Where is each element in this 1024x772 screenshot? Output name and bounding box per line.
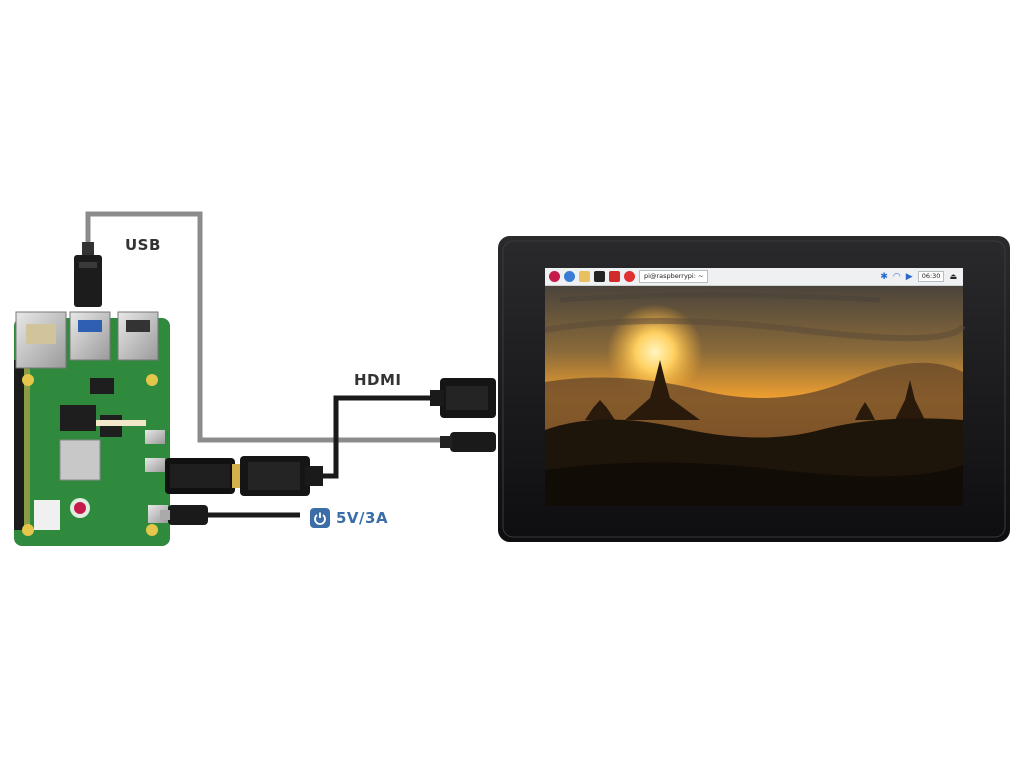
- hdmi-label: HDMI: [354, 371, 402, 389]
- display-hdmi-socket: [430, 378, 496, 418]
- system-tray: ✱ ◠ ▶ 06:30 ⏏: [880, 271, 963, 282]
- raspberry-pi-board: [14, 312, 170, 546]
- micro-hdmi-adapter: [165, 458, 242, 494]
- mathematica-icon[interactable]: [609, 271, 620, 282]
- taskbar-task-button[interactable]: pi@raspberrypi: ~: [639, 270, 708, 283]
- raspberry-logo: [70, 498, 90, 518]
- ram-chip: [60, 405, 96, 431]
- power-icon: [310, 508, 330, 528]
- terminal-icon[interactable]: [594, 271, 605, 282]
- power-spec-text: 5V/3A: [336, 509, 388, 527]
- soc-chip: [60, 440, 100, 480]
- hdmi-plug-pi-side: [240, 456, 323, 496]
- clock[interactable]: 06:30: [918, 271, 945, 282]
- usb-a-plug: [74, 242, 102, 307]
- power-label: 5V/3A: [310, 508, 388, 528]
- hdmi-cable: [320, 398, 440, 476]
- web-browser-icon[interactable]: [564, 271, 575, 282]
- bluetooth-icon[interactable]: ✱: [880, 272, 888, 282]
- volume-icon[interactable]: ▶: [906, 272, 913, 282]
- wifi-icon[interactable]: ◠: [893, 272, 901, 282]
- raspberry-menu-icon[interactable]: [549, 271, 560, 282]
- desktop-taskbar: pi@raspberrypi: ~ ✱ ◠ ▶ 06:30 ⏏: [545, 268, 963, 286]
- ethernet-port: [16, 312, 66, 368]
- eject-icon[interactable]: ⏏: [949, 272, 957, 281]
- wolfram-icon[interactable]: [624, 271, 635, 282]
- usb-label: USB: [125, 236, 161, 254]
- screen-wallpaper: [545, 268, 963, 506]
- display-usb-socket: [440, 432, 496, 452]
- file-manager-icon[interactable]: [579, 271, 590, 282]
